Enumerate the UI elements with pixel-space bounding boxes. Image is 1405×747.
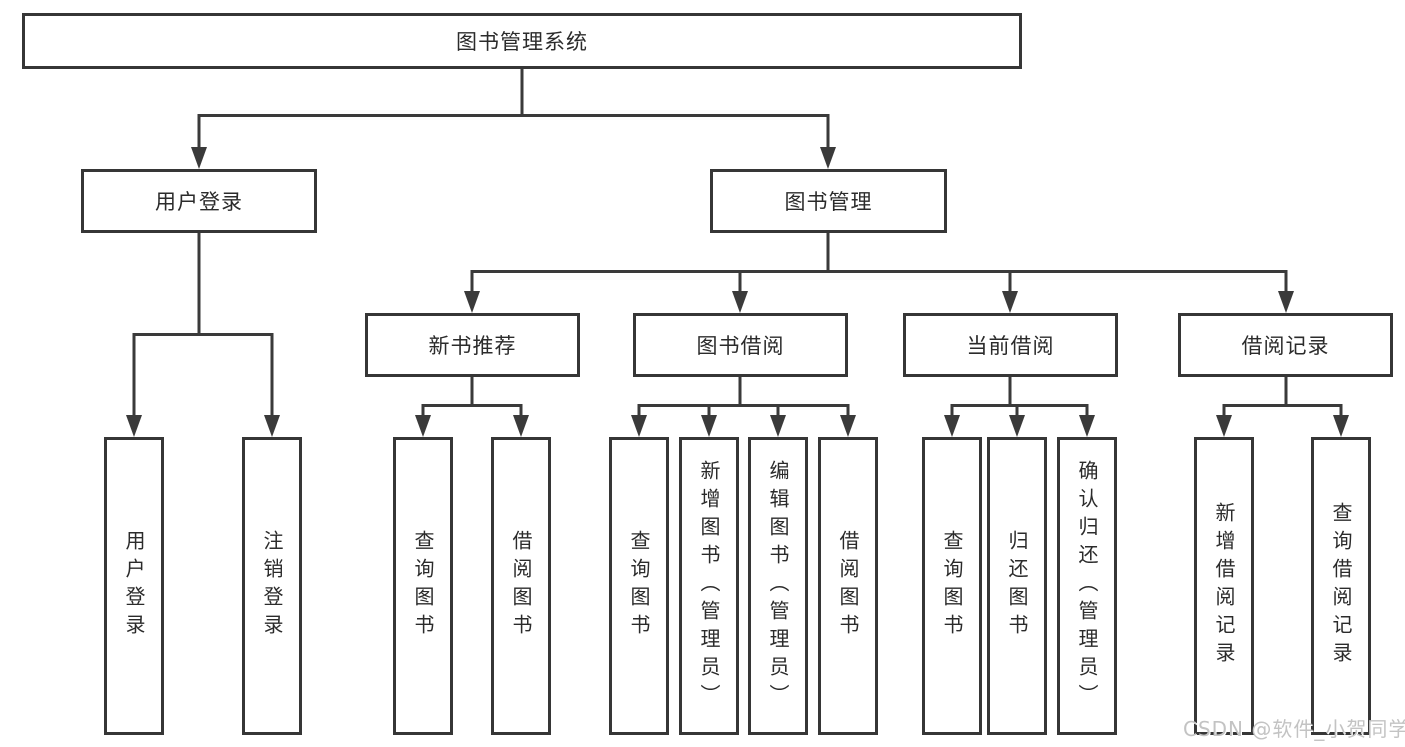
node-new-book-recommend: 新书推荐	[365, 313, 580, 377]
leaf-add-books-admin: 新增图书（管理员）	[679, 437, 739, 735]
leaf-query-books-current: 查询图书	[922, 437, 982, 735]
leaf-add-borrow-record: 新增借阅记录	[1194, 437, 1254, 735]
leaf-borrow-books-borrowing: 借阅图书	[818, 437, 878, 735]
leaf-return-books: 归还图书	[987, 437, 1047, 735]
node-current-borrowing: 当前借阅	[903, 313, 1118, 377]
leaf-logout: 注销登录	[242, 437, 302, 735]
leaf-user-login: 用户登录	[104, 437, 164, 735]
csdn-watermark: CSDN @软件_小贺同学	[1183, 717, 1405, 741]
node-book-management: 图书管理	[710, 169, 947, 233]
leaf-confirm-return-admin: 确认归还（管理员）	[1057, 437, 1117, 735]
node-user-login: 用户登录	[81, 169, 317, 233]
node-library-management-system: 图书管理系统	[22, 13, 1022, 69]
leaf-query-books-recommend: 查询图书	[393, 437, 453, 735]
node-borrowing-records: 借阅记录	[1178, 313, 1393, 377]
leaf-query-books-borrowing: 查询图书	[609, 437, 669, 735]
leaf-edit-books-admin: 编辑图书（管理员）	[748, 437, 808, 735]
leaf-query-borrow-record: 查询借阅记录	[1311, 437, 1371, 735]
node-book-borrowing: 图书借阅	[633, 313, 848, 377]
leaf-borrow-books-recommend: 借阅图书	[491, 437, 551, 735]
